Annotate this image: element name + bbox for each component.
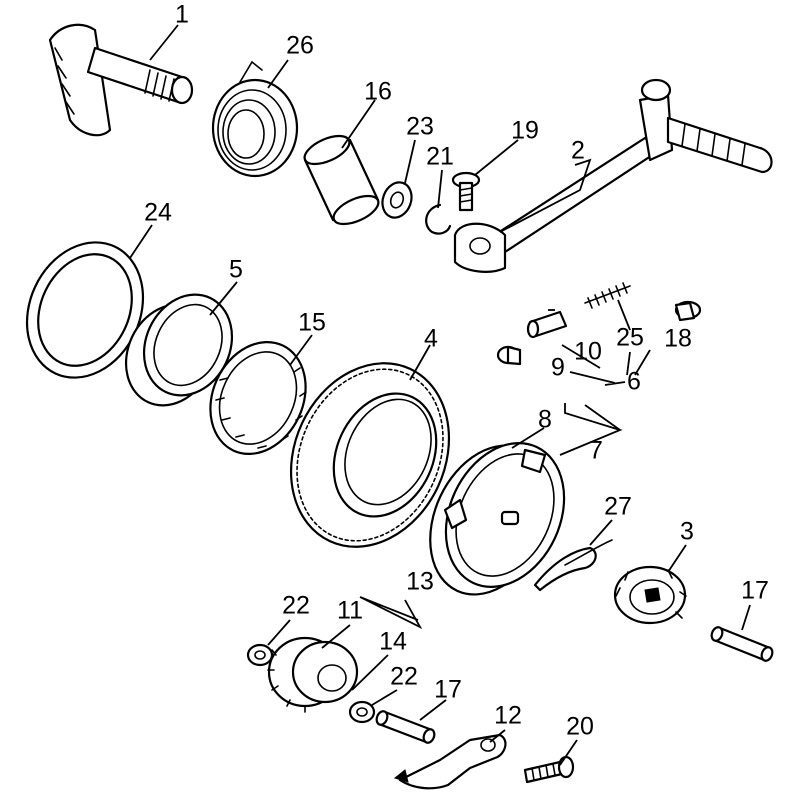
leader-lines [129, 24, 751, 766]
callout-10: 10 [574, 338, 602, 366]
callout-18: 18 [664, 325, 692, 353]
callout-20: 20 [566, 713, 594, 741]
callout-5: 5 [229, 256, 243, 284]
callout-25: 25 [616, 324, 644, 352]
callout-24: 24 [144, 199, 172, 227]
callout-27: 27 [604, 493, 632, 521]
callout-26: 26 [286, 32, 314, 60]
part-23-washer [381, 181, 413, 219]
callout-11: 11 [337, 597, 363, 625]
callout-22-lower: 22 [390, 663, 418, 691]
callout-23: 23 [406, 113, 434, 141]
part-21-circlip [425, 203, 452, 235]
part-7-clutch-housing [429, 442, 566, 596]
part-17-pin-right [710, 626, 774, 662]
callout-19: 19 [511, 117, 539, 145]
part-18-screw [674, 300, 702, 322]
callout-13: 13 [406, 568, 434, 596]
part-17-pin-left [375, 710, 436, 744]
part-24-ring [25, 241, 145, 379]
part-26-spring [211, 60, 299, 178]
callout-17-left: 17 [434, 676, 462, 704]
callout-1: 1 [175, 1, 189, 29]
part-1-kick-shaft [48, 23, 194, 137]
callout-2: 2 [571, 137, 585, 165]
part-9-roller [496, 345, 522, 366]
part-10-pin [526, 310, 568, 339]
callout-9: 9 [551, 354, 565, 382]
callout-17-right: 17 [741, 577, 769, 605]
callout-16: 16 [364, 78, 392, 106]
callout-4: 4 [424, 325, 438, 353]
part-25-spring [584, 282, 631, 309]
part-12-pawl-arm [393, 733, 507, 790]
part-5-sleeve [124, 293, 234, 407]
part-2-kick-lever [453, 78, 773, 273]
callout-3: 3 [680, 518, 694, 546]
part-3-drive-gear [613, 565, 687, 625]
part-22-washer-upper [246, 643, 274, 667]
callout-14: 14 [379, 628, 407, 656]
part-16-bushing [303, 134, 380, 226]
callout-12: 12 [494, 702, 522, 730]
part-20-screw [523, 755, 575, 784]
callout-22-upper: 22 [282, 592, 310, 620]
callout-labels: 1 26 16 23 21 19 2 24 5 15 4 25 18 10 9 … [144, 1, 769, 741]
callout-21: 21 [426, 143, 454, 171]
callout-15: 15 [298, 309, 326, 337]
part-4-gear-ring [289, 362, 451, 548]
part-22-washer-lower [348, 700, 376, 724]
part-11-ratchet-gear [267, 636, 359, 713]
part-27-spring-clip [533, 539, 613, 592]
callout-7: 7 [589, 437, 603, 465]
part-15-bearing [209, 340, 307, 456]
callout-6: 6 [627, 368, 641, 396]
callout-8: 8 [538, 406, 552, 434]
part-19-bolt [451, 171, 481, 212]
